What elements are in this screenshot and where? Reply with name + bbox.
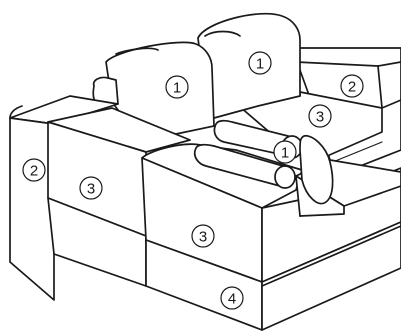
label-base-text: 4 [228,291,236,308]
label-base: 4 [221,287,243,309]
label-seat-front: 3 [192,225,214,247]
label-armrest-left: 2 [23,159,45,181]
label-backrest-right: 1 [249,52,271,74]
label-armrest-left-text: 2 [30,163,38,180]
label-seat-front-text: 3 [199,229,207,246]
label-pillow: 1 [274,141,296,163]
label-seat-back-right-text: 3 [316,109,324,126]
label-backrest-right-text: 1 [256,56,264,73]
label-seat-left: 3 [80,177,102,199]
label-armrest-right: 2 [341,75,363,97]
label-backrest-left: 1 [166,76,188,98]
label-armrest-right-text: 2 [348,79,356,96]
label-seat-left-text: 3 [87,181,95,198]
label-backrest-left-text: 1 [173,80,181,97]
label-seat-back-right: 3 [309,105,331,127]
label-pillow-text: 1 [281,145,289,162]
